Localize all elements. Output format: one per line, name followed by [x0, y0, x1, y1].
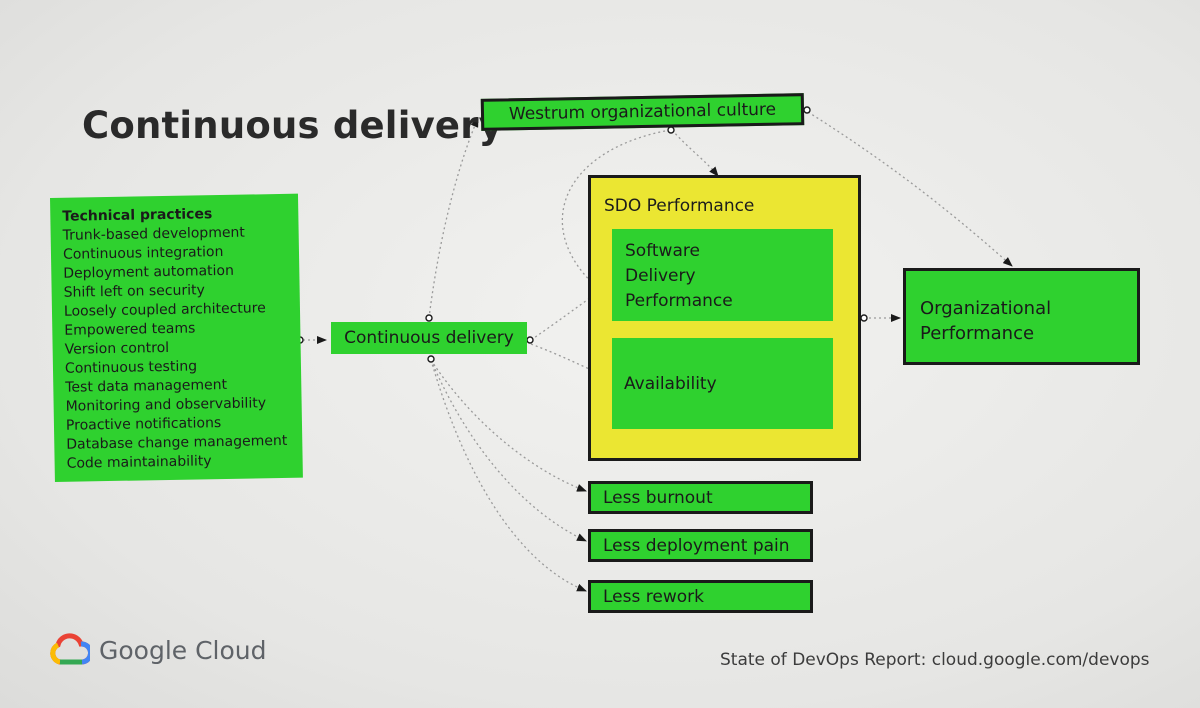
practice-item: Code maintainability	[66, 453, 212, 472]
brand-name: Google Cloud	[99, 636, 267, 665]
less-deployment-pain-node: Less deployment pain	[588, 529, 813, 562]
connector-cd-to-deployment-pain	[430, 359, 587, 542]
organizational-performance-node: Organizational Performance	[903, 268, 1140, 365]
less-burnout-node: Less burnout	[588, 481, 813, 514]
slide-title: Continuous delivery	[82, 104, 503, 147]
software-delivery-performance-node: Software Delivery Performance	[612, 229, 833, 321]
connector-cd-to-westrum	[428, 117, 479, 319]
port-cd-top	[425, 314, 433, 322]
continuous-delivery-node: Continuous delivery	[331, 322, 527, 354]
port-cd-right	[526, 336, 534, 344]
port-westrum-right	[803, 106, 811, 114]
google-cloud-logo-icon	[50, 633, 90, 665]
connector-cd-to-availability	[530, 343, 608, 378]
org-performance-line: Organizational	[920, 298, 1052, 319]
port-westrum-bottom	[667, 126, 675, 134]
connector-westrum-to-sdo	[671, 129, 719, 177]
port-sdo-right	[860, 314, 868, 322]
availability-label: Availability	[624, 373, 717, 394]
westrum-culture-node: Westrum organizational culture	[480, 93, 805, 131]
connector-cd-to-rework	[430, 359, 587, 592]
less-rework-node: Less rework	[588, 580, 813, 613]
footer-source: State of DevOps Report: cloud.google.com…	[720, 650, 1150, 670]
software-delivery-line: Delivery	[625, 266, 696, 286]
technical-practices-list: Trunk-based development Continuous integ…	[63, 223, 303, 474]
connector-westrum-to-org-performance	[807, 111, 1013, 267]
technical-practices-box: Technical practices Trunk-based developm…	[50, 193, 303, 482]
sdo-performance-title: SDO Performance	[604, 196, 755, 216]
software-delivery-line: Performance	[625, 291, 733, 311]
availability-node: Availability	[612, 338, 833, 429]
org-performance-line: Performance	[920, 323, 1035, 344]
connector-westrum-to-software-delivery	[561, 129, 671, 291]
connector-cd-to-burnout	[430, 359, 587, 492]
port-cd-bottom	[427, 355, 435, 363]
software-delivery-line: Software	[625, 241, 700, 261]
